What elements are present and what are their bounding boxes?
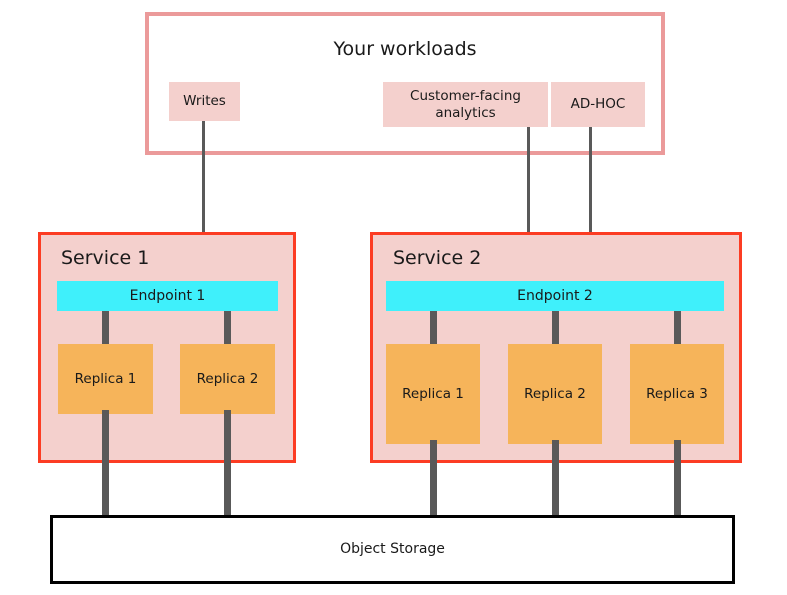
replica-service-1-1[interactable]: Replica 1 xyxy=(58,344,153,414)
object-storage-box[interactable]: Object Storage xyxy=(50,515,735,584)
pipe-endpoint-2-to-replica-2 xyxy=(552,308,559,348)
pipe-endpoint-1-to-replica-2 xyxy=(224,308,231,348)
endpoint-2[interactable]: Endpoint 2 xyxy=(386,281,724,311)
replica-service-2-3[interactable]: Replica 3 xyxy=(630,344,724,444)
pipe-replica-service-2-1-to-storage xyxy=(430,440,437,518)
workload-chip-writes[interactable]: Writes xyxy=(169,82,240,121)
arrow-writes-to-endpoint-1-line xyxy=(202,121,205,255)
pipe-replica-service-1-1-to-storage xyxy=(102,410,109,518)
endpoint-1[interactable]: Endpoint 1 xyxy=(57,281,278,311)
arrow-analytics-to-endpoint-2-line xyxy=(527,127,530,263)
pipe-endpoint-2-to-replica-1 xyxy=(430,308,437,348)
workload-chip-customer-facing-analytics[interactable]: Customer-facing analytics xyxy=(383,82,548,127)
pipe-endpoint-1-to-replica-1 xyxy=(102,308,109,348)
pipe-replica-service-1-2-to-storage xyxy=(224,410,231,518)
service-title-1: Service 1 xyxy=(61,247,150,269)
pipe-endpoint-2-to-replica-3 xyxy=(674,308,681,348)
workloads-title: Your workloads xyxy=(333,38,477,60)
service-title-2: Service 2 xyxy=(393,247,482,269)
replica-service-2-2[interactable]: Replica 2 xyxy=(508,344,602,444)
arrow-ad-hoc-to-endpoint-2-line xyxy=(589,127,592,263)
pipe-replica-service-2-2-to-storage xyxy=(552,440,559,518)
replica-service-2-1[interactable]: Replica 1 xyxy=(386,344,480,444)
pipe-replica-service-2-3-to-storage xyxy=(674,440,681,518)
replica-service-1-2[interactable]: Replica 2 xyxy=(180,344,275,414)
workload-chip-ad-hoc[interactable]: AD-HOC xyxy=(551,82,645,127)
